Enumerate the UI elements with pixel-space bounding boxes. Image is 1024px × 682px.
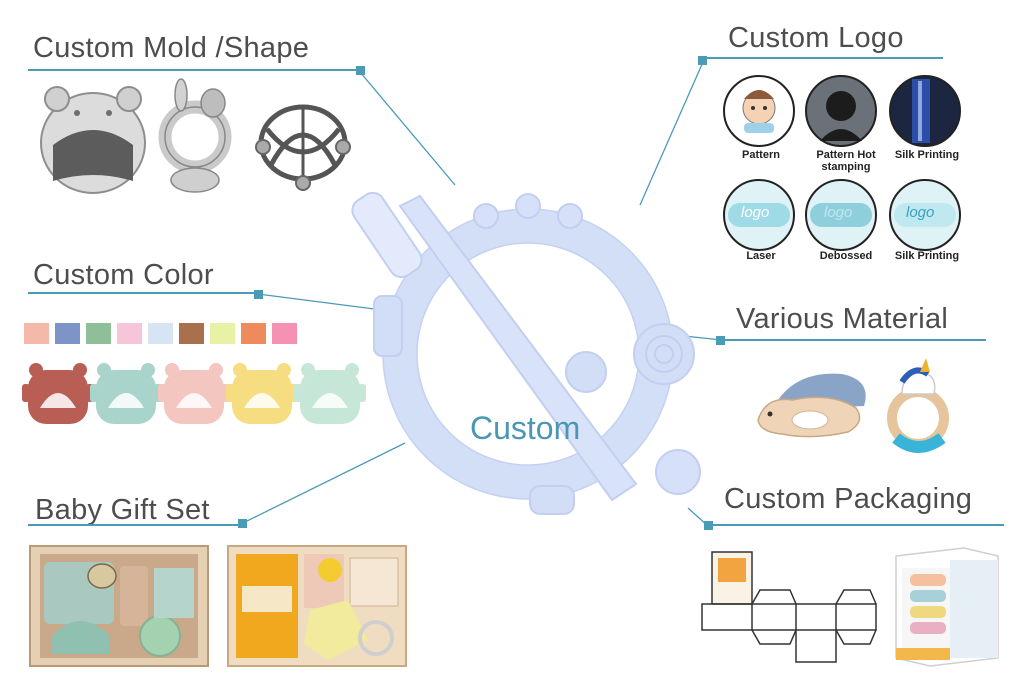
color-swatch [272,323,297,344]
laser-sample [723,179,795,251]
mold-title: Custom Mold /Shape [33,32,310,64]
laser-logo-text: logo [741,204,770,221]
debossed-logo-text: logo [824,204,853,221]
unicorn-ring-teether [887,358,949,453]
connector-material [683,335,723,341]
connector-mold [359,71,456,186]
color-swatch [86,323,111,344]
color-swatch [241,323,266,344]
wooden-hedgehog-teether [757,373,866,438]
color-swatch [179,323,204,344]
connector-logo [639,61,704,206]
material-title: Various Material [736,303,949,335]
debossed-sample [805,179,877,251]
retail-box-with-toys [895,547,999,667]
sensory-ball-mold-image [255,104,351,191]
color-teether [294,363,366,424]
gift-dot [238,519,247,528]
logo-rule [700,57,943,59]
logo-dot [698,56,707,65]
center-label: Custom [470,410,581,446]
gift-box-green [29,545,209,667]
bunny-ring-mold-image [158,78,232,193]
pattern-hot-stamping-sample [805,75,877,147]
logo-sample-images [723,75,961,251]
material-rule [716,339,986,341]
material-dot [716,336,725,345]
color-title: Custom Color [33,259,214,291]
material-product-images [757,358,949,453]
connector-color [257,293,383,311]
packaging-rule [704,524,1004,526]
logo-label-silk-2: Silk Printing [894,250,960,262]
color-teether [22,363,94,424]
bear-mold-image [40,86,146,194]
gift-box-yellow [227,545,407,667]
gift-set-images [29,545,407,667]
color-teether [158,363,230,424]
color-swatch [55,323,80,344]
color-swatch [210,323,235,344]
color-teether-row [22,363,366,424]
logo-label-pattern: Pattern [742,149,780,161]
color-swatch [117,323,142,344]
logo-label-laser: Laser [746,250,776,262]
logo-label-hot-stamping-text: Pattern Hot stamping [816,149,876,173]
logo-label-debossed: Debossed [819,250,873,262]
color-teether [90,363,162,424]
color-swatch [24,323,49,344]
logo-label-hot-stamping: Pattern Hot stamping [804,149,888,173]
packaging-title: Custom Packaging [724,483,973,515]
mold-dot [356,66,365,75]
center-teether-image [351,191,701,515]
silk-printing-sample [889,75,961,147]
connector-gift [244,442,406,523]
silk-printing-logo-sample [889,179,961,251]
packaging-images [701,547,999,667]
color-rule [28,292,260,294]
color-teether [226,363,298,424]
color-swatch [148,323,173,344]
pattern-sample [723,75,795,147]
logo-label-silk: Silk Printing [894,149,960,161]
logo-title: Custom Logo [728,22,904,54]
mold-product-images [40,78,351,194]
packaging-dot [704,521,713,530]
color-dot [254,290,263,299]
mold-rule [28,69,361,71]
silk-logo-text: logo [906,204,935,221]
gift-title: Baby Gift Set [35,494,210,526]
gift-rule [28,524,242,526]
box-dieline [701,551,877,663]
